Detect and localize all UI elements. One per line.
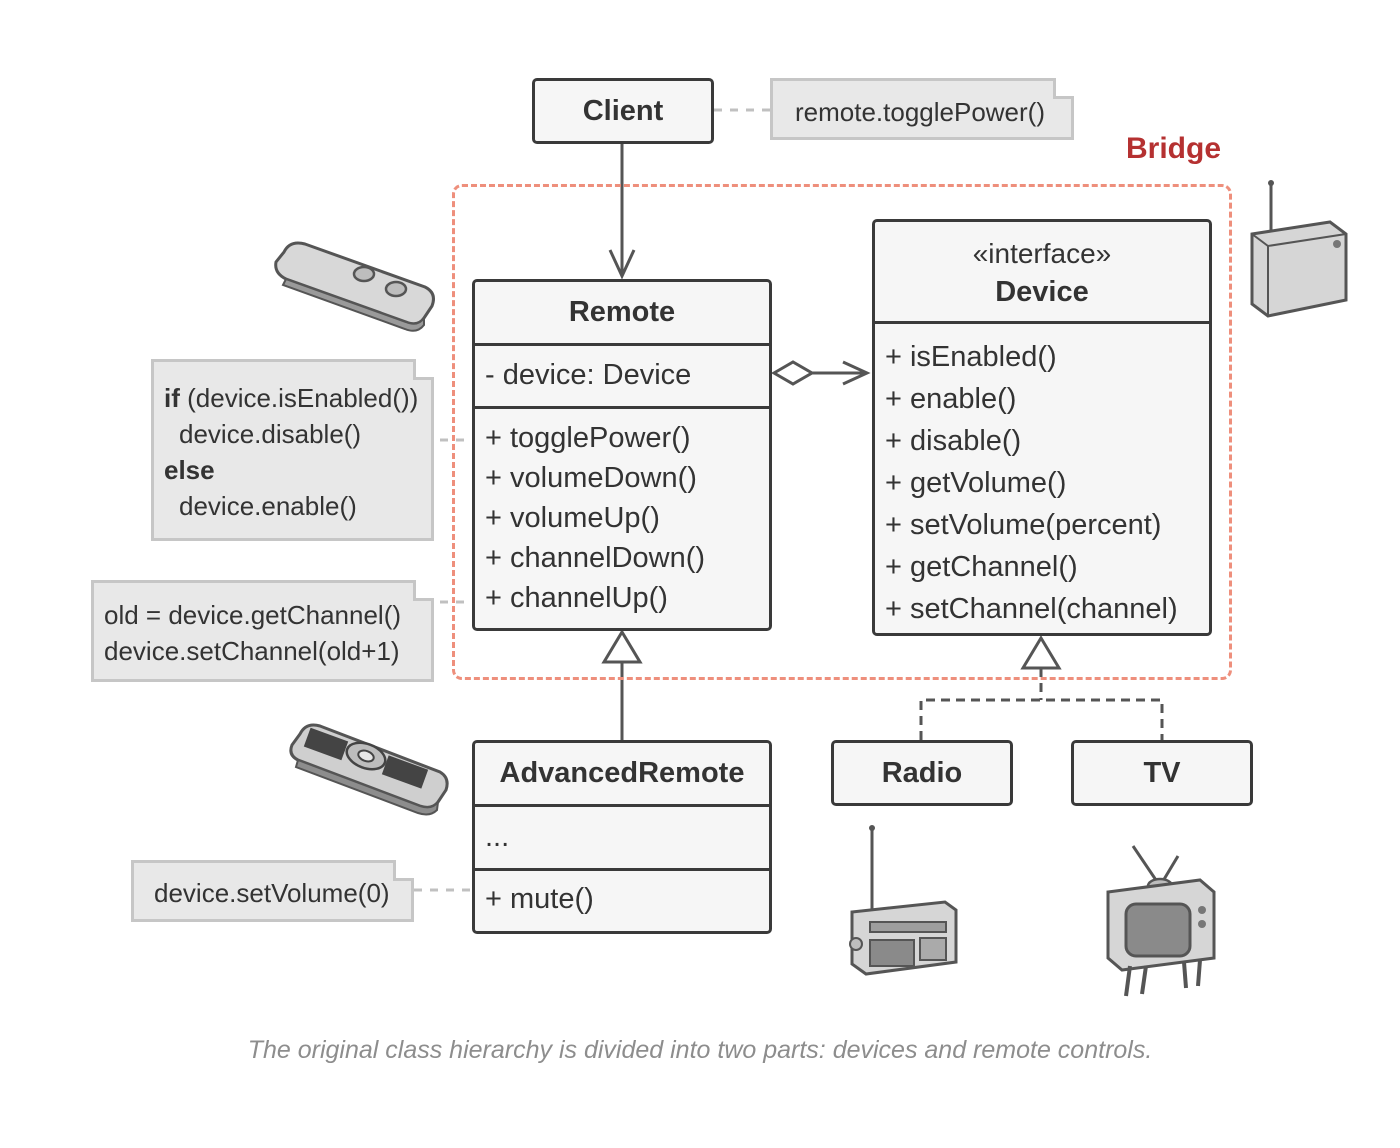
client-note: remote.togglePower() xyxy=(770,78,1074,140)
simple-remote-icon xyxy=(274,241,435,332)
advanced-remote-field: ... xyxy=(485,821,510,853)
remote-class: Remote - device: Device + togglePower() … xyxy=(472,279,772,631)
device-method: + enable() xyxy=(885,383,1017,415)
association-arrowhead xyxy=(608,249,636,280)
device-stereotype: «interface» xyxy=(972,238,1112,269)
note-line: if (device.isEnabled()) xyxy=(164,380,431,416)
radio-class: Radio xyxy=(831,740,1013,806)
mute-note-text: device.setVolume(0) xyxy=(154,878,390,908)
radio-device-icon xyxy=(1250,180,1348,318)
remote-method: + channelUp() xyxy=(485,582,668,614)
bridge-label: Bridge xyxy=(1126,132,1222,165)
bridge-region xyxy=(452,184,1232,680)
remote-method: + channelDown() xyxy=(485,542,706,574)
note-line: old = device.getChannel() xyxy=(104,600,402,630)
tv-class-name: TV xyxy=(1143,757,1181,789)
remote-field: - device: Device xyxy=(485,359,692,391)
advanced-remote-icon xyxy=(289,723,449,816)
note-fold xyxy=(393,860,414,881)
tv-icon xyxy=(1106,845,1216,997)
advanced-remote-fields: ... xyxy=(475,807,769,871)
inheritance-triangle xyxy=(601,629,643,664)
note-fold xyxy=(1053,78,1074,99)
if-keyword: if xyxy=(164,383,180,413)
advanced-remote-class: AdvancedRemote ... + mute() xyxy=(472,740,772,934)
toggle-power-note: if (device.isEnabled()) device.disable()… xyxy=(151,359,434,541)
device-interface: «interface» Device + isEnabled() + enabl… xyxy=(872,219,1212,636)
device-method: + setVolume(percent) xyxy=(885,509,1162,541)
radio-icon xyxy=(849,825,958,976)
remote-fields: - device: Device xyxy=(475,346,769,409)
else-keyword: else xyxy=(164,455,215,485)
note-line: device.disable() xyxy=(179,419,362,449)
mute-note: device.setVolume(0) xyxy=(131,860,414,922)
remote-method: + togglePower() xyxy=(485,422,691,454)
note-line: device.enable() xyxy=(179,491,357,521)
note-fold xyxy=(413,580,434,601)
device-method: + getChannel() xyxy=(885,551,1078,583)
realization-lines xyxy=(919,698,1164,740)
tv-class: TV xyxy=(1071,740,1253,806)
aggregation-arrowhead xyxy=(842,360,871,386)
client-class-name: Client xyxy=(582,95,664,127)
advanced-remote-methods: + mute() xyxy=(475,871,769,919)
channel-up-note: old = device.getChannel() device.setChan… xyxy=(91,580,434,682)
remote-method: + volumeUp() xyxy=(485,502,660,534)
device-method: + setChannel(channel) xyxy=(885,593,1178,625)
device-method: + isEnabled() xyxy=(885,341,1057,373)
client-class: Client xyxy=(532,78,714,144)
device-method: + getVolume() xyxy=(885,467,1067,499)
note-line-text: (device.isEnabled()) xyxy=(179,383,419,413)
device-method: + disable() xyxy=(885,425,1022,457)
remote-methods: + togglePower() + volumeDown() + volumeU… xyxy=(475,409,769,618)
remote-class-name: Remote xyxy=(475,282,769,346)
diagram-caption: The original class hierarchy is divided … xyxy=(247,1036,1153,1064)
device-methods: + isEnabled() + enable() + disable() + g… xyxy=(875,324,1209,630)
note-fold xyxy=(413,359,434,380)
advanced-remote-method: + mute() xyxy=(485,883,594,915)
remote-method: + volumeDown() xyxy=(485,462,697,494)
advanced-remote-class-name: AdvancedRemote xyxy=(475,743,769,807)
radio-class-name: Radio xyxy=(881,757,963,789)
device-header: «interface» Device xyxy=(875,222,1209,324)
client-note-text: remote.togglePower() xyxy=(795,97,1045,127)
note-line: device.setChannel(old+1) xyxy=(104,636,400,666)
device-interface-name: Device xyxy=(995,276,1089,308)
